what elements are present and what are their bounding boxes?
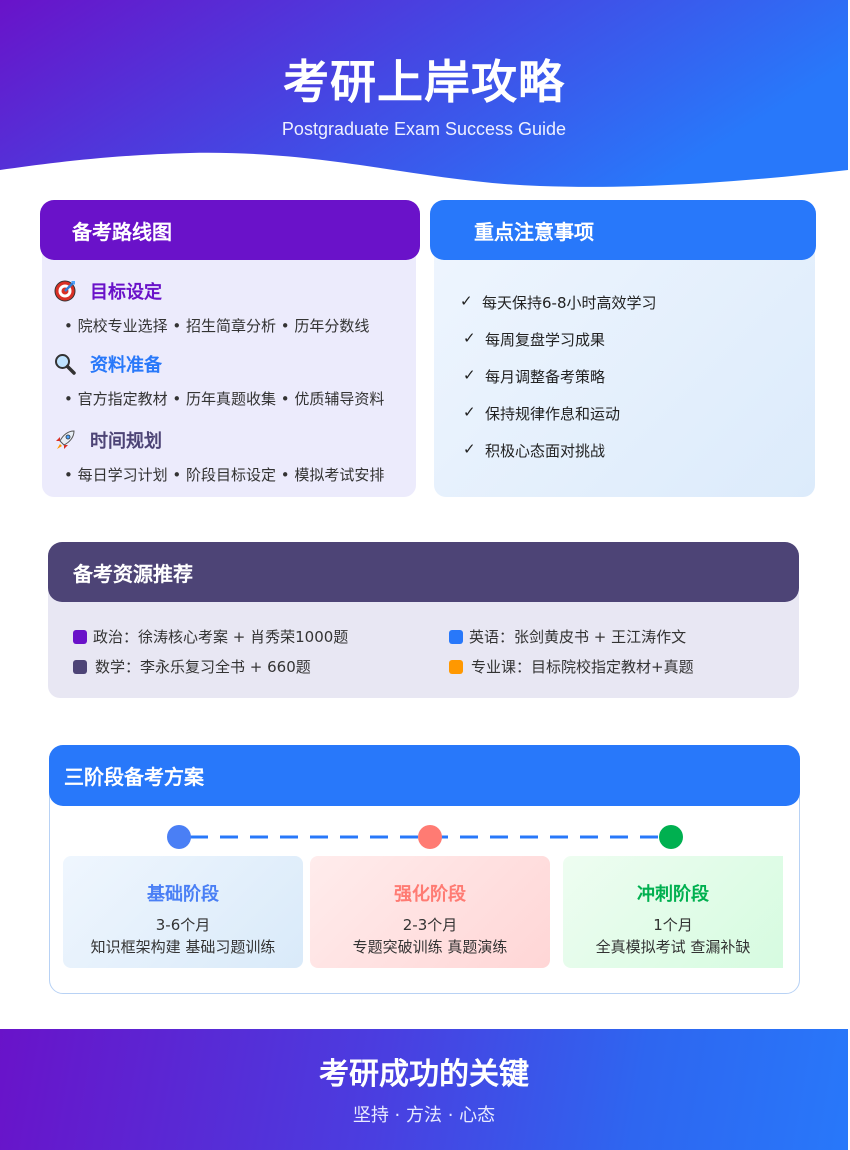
stage-duration: 2-3个月 (402, 916, 458, 934)
hero-banner: 考研上岸攻略 Postgraduate Exam Success Guide (0, 0, 848, 200)
footer-banner: 考研成功的关键 坚持 · 方法 · 心态 (0, 1029, 848, 1150)
roadmap-card-header: 备考路线图 (40, 200, 420, 260)
resource-item-math: 数学：李永乐复习全书 + 660题 (73, 656, 311, 677)
roadmap-card-body: 目标设定 • 院校专业选择 • 招生简章分析 • 历年分数线 资料准备 • 官方… (42, 240, 416, 497)
resources-card-header: 备考资源推荐 (48, 542, 799, 602)
stage-card-foundation: 基础阶段 3-6个月 知识框架构建 基础习题训练 (63, 856, 303, 968)
resource-item-english: 英语：张剑黄皮书 + 王江涛作文 (449, 626, 686, 647)
notes-list: ✓每天保持6-8小时高效学习 ✓每周复盘学习成果 ✓每月调整备考策略 ✓保持规律… (460, 292, 657, 477)
roadmap-item-schedule: 时间规划 • 每日学习计划 • 阶段目标设定 • 模拟考试安排 (54, 427, 384, 485)
roadmap-item-materials: 资料准备 • 官方指定教材 • 历年真题收集 • 优质辅导资料 (54, 351, 384, 409)
politics-swatch-icon (73, 629, 87, 644)
stage-dot-foundation (167, 825, 191, 849)
roadmap-item-desc: • 官方指定教材 • 历年真题收集 • 优质辅导资料 (64, 390, 385, 408)
notes-card-header: 重点注意事项 (430, 200, 816, 260)
stages-timeline (167, 825, 683, 849)
stage-card-sprint: 冲刺阶段 1个月 全真模拟考试 查漏补缺 (563, 856, 783, 968)
stage-duration: 1个月 (653, 916, 693, 934)
roadmap-item-desc: • 每日学习计划 • 阶段目标设定 • 模拟考试安排 (64, 466, 385, 484)
note-item: ✓每月调整备考策略 (463, 366, 606, 386)
resources-card-title: 备考资源推荐 (73, 562, 193, 586)
stage-name: 冲刺阶段 (637, 884, 709, 905)
page-title: 考研上岸攻略 (283, 55, 565, 109)
resource-item-politics: 政治：徐涛核心考案 + 肖秀荣1000题 (73, 626, 348, 647)
check-icon: ✓ (463, 366, 476, 384)
stage-dot-intensive (418, 825, 442, 849)
footer-subtitle: 坚持 · 方法 · 心态 (352, 1105, 496, 1126)
roadmap-item-title: 目标设定 (90, 282, 162, 303)
resources-card: 备考资源推荐 政治：徐涛核心考案 + 肖秀荣1000题 英语：张剑黄皮书 + 王… (48, 542, 799, 698)
note-item: ✓每周复盘学习成果 (463, 329, 606, 349)
stage-dot-sprint (659, 825, 683, 849)
roadmap-item-goal: 目标设定 • 院校专业选择 • 招生简章分析 • 历年分数线 (54, 278, 369, 336)
check-icon: ✓ (460, 292, 473, 310)
stage-name: 基础阶段 (147, 884, 219, 905)
major-swatch-icon (449, 659, 463, 674)
check-icon: ✓ (463, 403, 476, 421)
page-subtitle: Postgraduate Exam Success Guide (281, 119, 567, 139)
check-icon: ✓ (463, 440, 476, 458)
roadmap-card: 目标设定 • 院校专业选择 • 招生简章分析 • 历年分数线 资料准备 • 官方… (40, 200, 420, 497)
magnifier-icon (54, 353, 76, 375)
stages-card-header: 三阶段备考方案 (49, 745, 800, 806)
stage-desc: 知识框架构建 基础习题训练 (90, 938, 276, 956)
roadmap-item-desc: • 院校专业选择 • 招生简章分析 • 历年分数线 (64, 317, 370, 335)
target-icon (54, 280, 76, 302)
stages-card: 三阶段备考方案 基础阶段 3-6个月 知识框架构建 基础习题训练 强化阶段 2-… (49, 745, 800, 994)
stage-name: 强化阶段 (394, 884, 466, 905)
footer-title: 考研成功的关键 (319, 1057, 529, 1092)
math-swatch-icon (73, 659, 87, 674)
rocket-icon (54, 429, 76, 451)
stages-card-title: 三阶段备考方案 (64, 765, 204, 789)
notes-card: 重点注意事项 ✓每天保持6-8小时高效学习 ✓每周复盘学习成果 ✓每月调整备考策… (430, 200, 816, 497)
hero-wave-background (0, 0, 848, 187)
roadmap-card-title: 备考路线图 (72, 220, 172, 244)
roadmap-item-title: 时间规划 (90, 431, 162, 452)
note-item: ✓保持规律作息和运动 (463, 403, 621, 423)
stage-duration: 3-6个月 (155, 916, 211, 934)
english-swatch-icon (449, 629, 463, 644)
check-icon: ✓ (463, 329, 476, 347)
stage-card-intensive: 强化阶段 2-3个月 专题突破训练 真题演练 (310, 856, 550, 968)
notes-card-title: 重点注意事项 (474, 220, 594, 244)
stage-desc: 专题突破训练 真题演练 (352, 938, 508, 956)
roadmap-item-title: 资料准备 (90, 355, 162, 376)
notes-card-body (434, 240, 815, 497)
stage-desc: 全真模拟考试 查漏补缺 (595, 938, 751, 956)
resource-item-major: 专业课：目标院校指定教材+真题 (449, 656, 694, 677)
note-item: ✓每天保持6-8小时高效学习 (460, 292, 657, 312)
note-item: ✓积极心态面对挑战 (463, 440, 606, 460)
